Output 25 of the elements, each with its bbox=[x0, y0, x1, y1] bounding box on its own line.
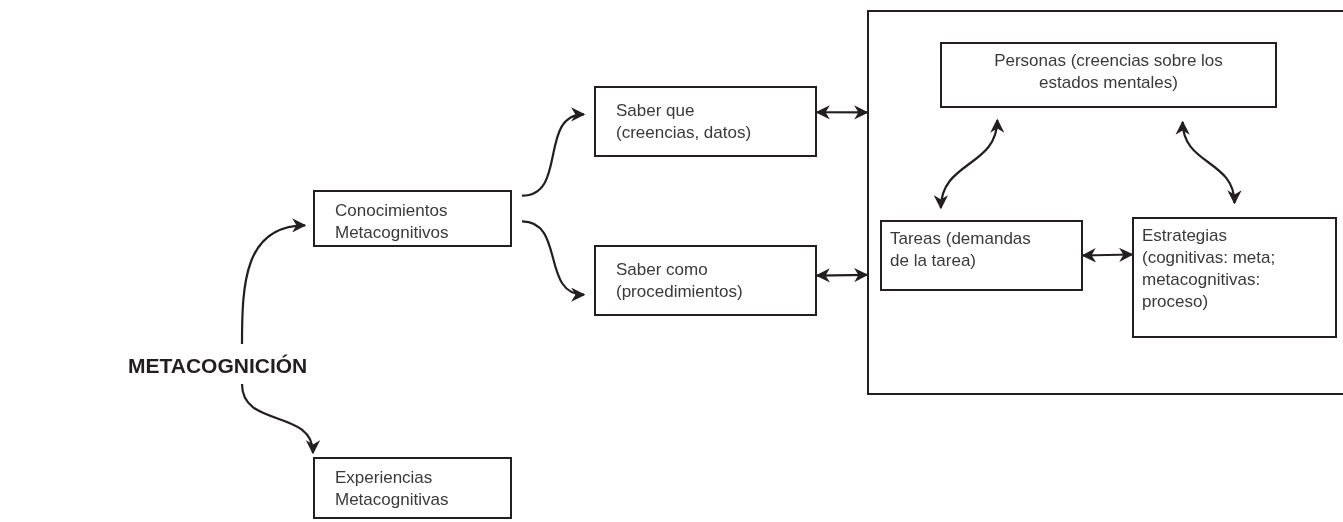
arrow bbox=[521, 109, 586, 197]
box-label: Conocimientos Metacognitivos bbox=[335, 200, 450, 245]
arrow bbox=[240, 383, 319, 455]
concept-box bbox=[940, 42, 1277, 108]
concept-box bbox=[313, 457, 512, 519]
box-label: Saber como (procedimientos) bbox=[616, 259, 744, 304]
arrow bbox=[1081, 247, 1134, 263]
arrow bbox=[815, 267, 869, 283]
heading-label: METACOGNICIÓN bbox=[128, 352, 318, 380]
arrow bbox=[935, 118, 1004, 210]
concept-box bbox=[594, 86, 817, 157]
concept-box bbox=[594, 245, 817, 316]
arrow bbox=[1176, 120, 1241, 205]
box-label: Tareas (demandas de la tarea) bbox=[890, 228, 1032, 273]
arrow bbox=[815, 105, 869, 120]
concept-box bbox=[313, 190, 512, 247]
box-label: Personas (creencias sobre los estados mentales) bbox=[993, 50, 1224, 95]
box-label: Saber que (creencias, datos) bbox=[616, 100, 753, 145]
concept-box bbox=[880, 220, 1083, 291]
arrow bbox=[240, 219, 307, 344]
group-box bbox=[867, 10, 1343, 395]
arrow bbox=[521, 220, 586, 300]
box-label: Experiencias Metacognitivas bbox=[335, 467, 450, 512]
box-label: Estrategias (cognitivas: meta; metacognitivas: proceso) bbox=[1142, 225, 1277, 314]
concept-box bbox=[1132, 217, 1337, 338]
